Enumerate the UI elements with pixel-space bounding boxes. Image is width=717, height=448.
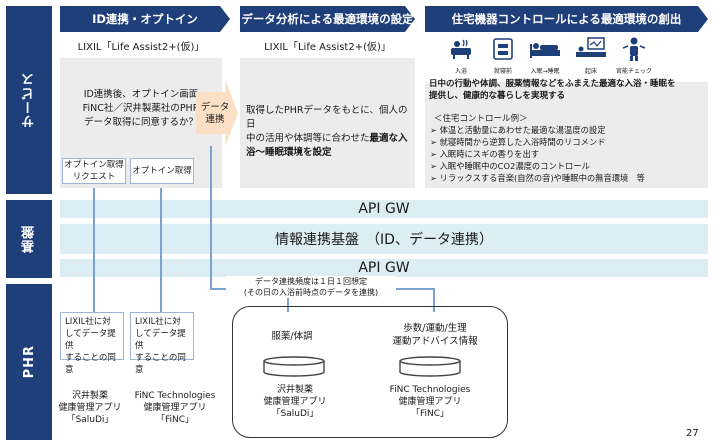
frequency-note: データ連携頻度は１日１回想定 (その日の入浴前時点のデータを連携): [226, 276, 396, 298]
icon-label: 入浴: [454, 68, 467, 75]
health-check-icon: [620, 36, 648, 62]
db-label: 服薬/体調: [271, 331, 313, 342]
list-item: ➢ 入眠時にスギの香りを出す: [430, 149, 540, 159]
column-header-analysis: データ分析による最適環境の設定: [240, 6, 415, 32]
control-example-list: ➢ 体温と活動量にあわせた最適な湯温度の設定 ➢ 就寝時間から逆算した入浴時間の…: [430, 124, 706, 184]
product-name: LIXIL「Life Assist2+(仮)」: [77, 42, 205, 53]
sidebar-phr: PHR: [6, 284, 52, 440]
dressing-icon: [490, 36, 516, 62]
control-panel: [425, 82, 708, 188]
db-label: 歩数/運動/生理 運動アドバイス情報: [392, 323, 478, 347]
product-name: LIXIL「Life Assist2+(仮)」: [264, 42, 391, 53]
analysis-panel: [240, 58, 415, 188]
column-header-id-link: ID連携・オプトイン: [60, 6, 230, 32]
list-item: ➢ 体温と活動量にあわせた最適な湯温度の設定: [430, 125, 606, 135]
icon-label: 起床: [584, 68, 597, 75]
connector-line: [210, 146, 212, 288]
list-item: ➢ リラックスする音楽(自然の音)や睡眠中の無音環境 等: [430, 173, 645, 183]
sleep-monitor-icon: [574, 36, 608, 62]
database-icon: [262, 356, 326, 378]
db-owner-finc: FiNC Technologies 健康管理アプリ 「FiNC」: [389, 385, 471, 419]
page-number: 27: [686, 428, 699, 439]
connector-line: [93, 188, 95, 312]
api-gateway-top: API GW: [60, 200, 708, 218]
icon-label: 入眠→睡眠: [530, 68, 560, 75]
app-finc: FiNC Technologies 健康管理アプリ 「FiNC」: [134, 391, 216, 425]
database-icon: [398, 356, 462, 378]
sidebar-base: 基盤: [6, 200, 52, 278]
info-platform: 情報連携基盤 （ID、データ連携）: [60, 224, 708, 254]
database-area: [232, 306, 508, 438]
control-headline: 日中の行動や体調、服薬情報などをふまえた最適な入浴・睡眠を 提供し、健康的な暮ら…: [429, 79, 676, 101]
db-owner-sawai: 沢井製薬 健康管理アプリ 「SaluDi」: [263, 385, 327, 419]
icon-label: 官能チェック: [615, 68, 652, 75]
analysis-text: 取得したPHRデータをもとに、個人の日 中の活用や体調等に合わせた最適な入 浴～…: [246, 105, 408, 158]
control-example-title: ＜住宅コントロール例＞: [434, 114, 528, 124]
list-item: ➢ 就寝時間から逆算した入浴時間のリコメンド: [430, 137, 606, 147]
data-link-label: データ 連携: [200, 102, 230, 125]
optin-request-button[interactable]: オプトイン取得 リクエスト: [62, 158, 126, 184]
connector-line: [433, 288, 435, 312]
column-header-control: 住宅機器コントロールによる最適環境の創出: [425, 6, 708, 32]
api-gateway-bottom: API GW: [60, 259, 708, 277]
connector-line: [160, 188, 162, 312]
optin-question: ID連携後、オプトイン画面 FiNC社／沢井製薬社のPHR データ取得に同意する…: [82, 89, 200, 128]
bed-entry-icon: [528, 36, 562, 62]
list-item: ➢ 入眠や睡眠中のCO2濃度のコントロール: [430, 161, 590, 171]
consent-lixil-finc: LIXIL社に対 してデータ提供 することの同意: [130, 312, 194, 375]
app-sawai: 沢井製薬 健康管理アプリ 「SaluDi」: [58, 391, 122, 425]
consent-lixil-sawai: LIXIL社に対 してデータ提供 することの同意: [60, 312, 124, 375]
sidebar-service: サービス: [6, 6, 52, 194]
optin-acquire-button[interactable]: オプトイン取得: [130, 158, 194, 184]
connector-line: [287, 288, 289, 312]
icon-label: 就寝前: [493, 68, 512, 75]
bath-icon: [448, 36, 474, 62]
